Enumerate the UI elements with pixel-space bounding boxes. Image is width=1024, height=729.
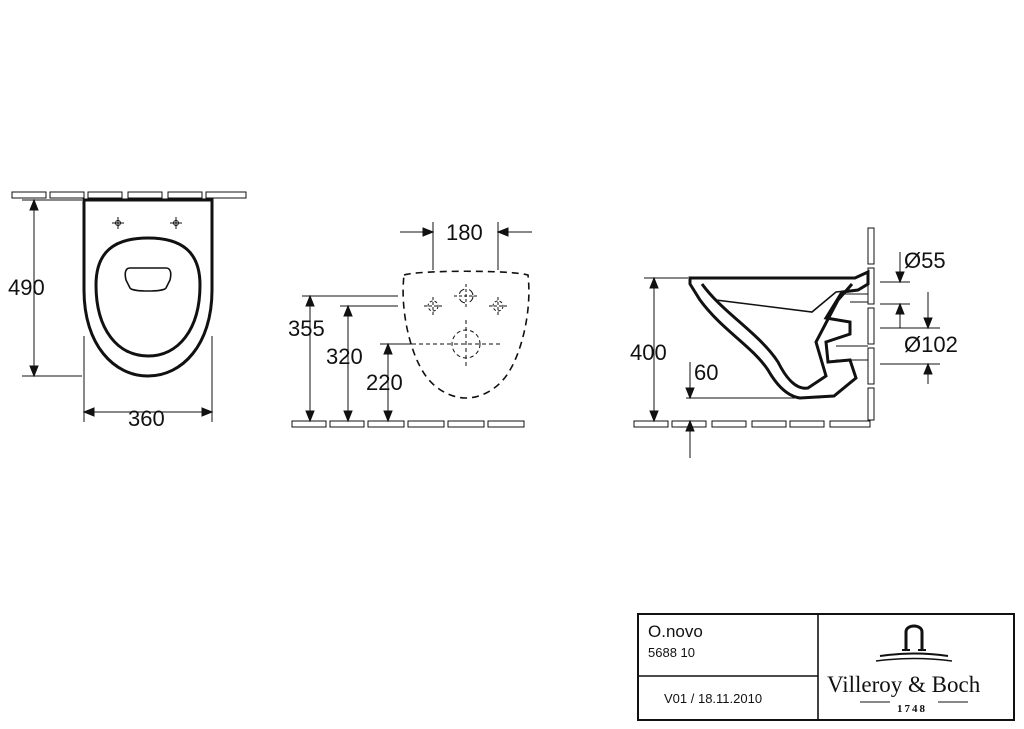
dim-line-320 xyxy=(340,304,398,423)
dim-320-label: 320 xyxy=(326,344,363,369)
fixing-marks-top xyxy=(112,217,182,229)
dim-d102-label: Ø102 xyxy=(904,332,958,357)
dim-360-label: 360 xyxy=(128,406,165,431)
connections xyxy=(836,293,868,361)
fixing-holes xyxy=(412,284,507,368)
dim-line-d102 xyxy=(880,292,940,384)
brand-wordmark: Villeroy & Boch xyxy=(827,672,981,697)
dim-220-label: 220 xyxy=(366,370,403,395)
dim-line-d55 xyxy=(880,252,910,328)
dim-355-label: 355 xyxy=(288,316,325,341)
dim-line-400 xyxy=(644,276,688,423)
title-block: O.novo 5688 10 V01 / 18.11.2010 Villeroy… xyxy=(637,613,1015,721)
side-view: 400 60 Ø55 Ø102 xyxy=(630,227,958,458)
wall-strip-side xyxy=(867,227,875,421)
dim-400-label: 400 xyxy=(630,340,667,365)
brand-year: 1748 xyxy=(897,703,927,715)
dim-line-490 xyxy=(22,198,82,378)
dim-line-360 xyxy=(82,336,214,422)
brand-emblem-icon xyxy=(875,624,953,662)
dim-line-220 xyxy=(380,342,412,423)
product-name: O.novo xyxy=(648,622,703,641)
bowl-inner-top xyxy=(94,236,202,358)
dim-490-label: 490 xyxy=(8,275,45,300)
bowl-section-inner xyxy=(700,283,854,390)
dim-line-355 xyxy=(302,294,398,423)
top-view: 490 360 xyxy=(8,191,247,431)
version-date: V01 / 18.11.2010 xyxy=(664,691,762,706)
fixing-view: 180 355 320 220 xyxy=(288,220,532,428)
dim-line-60 xyxy=(685,362,820,458)
rim-channel xyxy=(703,285,857,313)
floor-strip-side xyxy=(633,420,871,428)
bowl-section-outer xyxy=(688,269,870,400)
article-number: 5688 10 xyxy=(648,645,695,660)
bowl-outline-top xyxy=(82,198,214,378)
dim-d55-label: Ø55 xyxy=(904,248,946,273)
dim-60-label: 60 xyxy=(694,360,718,385)
outlet-top xyxy=(124,267,172,292)
dim-180-label: 180 xyxy=(446,220,483,245)
dashed-ceramic-outline xyxy=(402,270,530,399)
dim-line-180 xyxy=(400,222,532,270)
floor-strip-middle xyxy=(291,420,525,428)
wall-strip-top xyxy=(11,191,247,199)
